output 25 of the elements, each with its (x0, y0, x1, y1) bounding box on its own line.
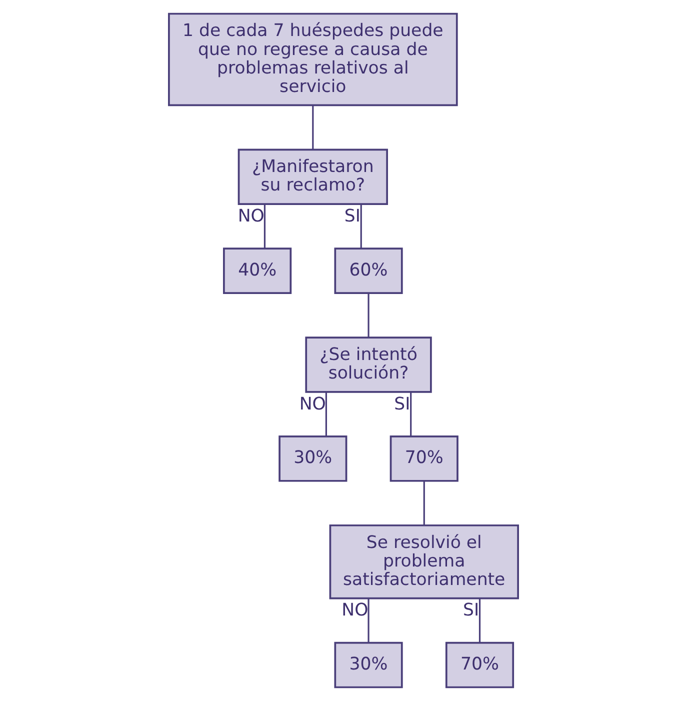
node-box: 1 de cada 7 huéspedes puede que no regrese a causa de problemas relativos al servicio (168, 12, 458, 106)
edge-label: SI (344, 206, 361, 227)
node-box: ¿Manifestaron su reclamo? (238, 148, 388, 205)
connector (410, 392, 412, 436)
edge-label: NO (299, 394, 326, 414)
connector (478, 598, 481, 642)
connector (360, 204, 362, 248)
node-box: ¿Se intentó solución? (305, 336, 432, 393)
node-box: Se resolvió el problema satisfactoriamente (329, 524, 519, 600)
edge-label: SI (463, 600, 480, 621)
connector (368, 598, 370, 642)
node-box: 70% (445, 642, 514, 688)
connector (312, 105, 314, 150)
node-box: 70% (390, 435, 458, 482)
node-box: 60% (334, 248, 403, 294)
node-box: 30% (334, 642, 403, 688)
connector (368, 293, 370, 338)
edge-label: NO (238, 206, 264, 227)
node-box: 40% (223, 248, 292, 294)
connector (264, 204, 266, 248)
connector (325, 392, 327, 436)
node-box: 30% (278, 435, 348, 482)
edge-label: NO (342, 600, 368, 621)
edge-label: SI (394, 394, 410, 414)
connector (423, 481, 425, 526)
